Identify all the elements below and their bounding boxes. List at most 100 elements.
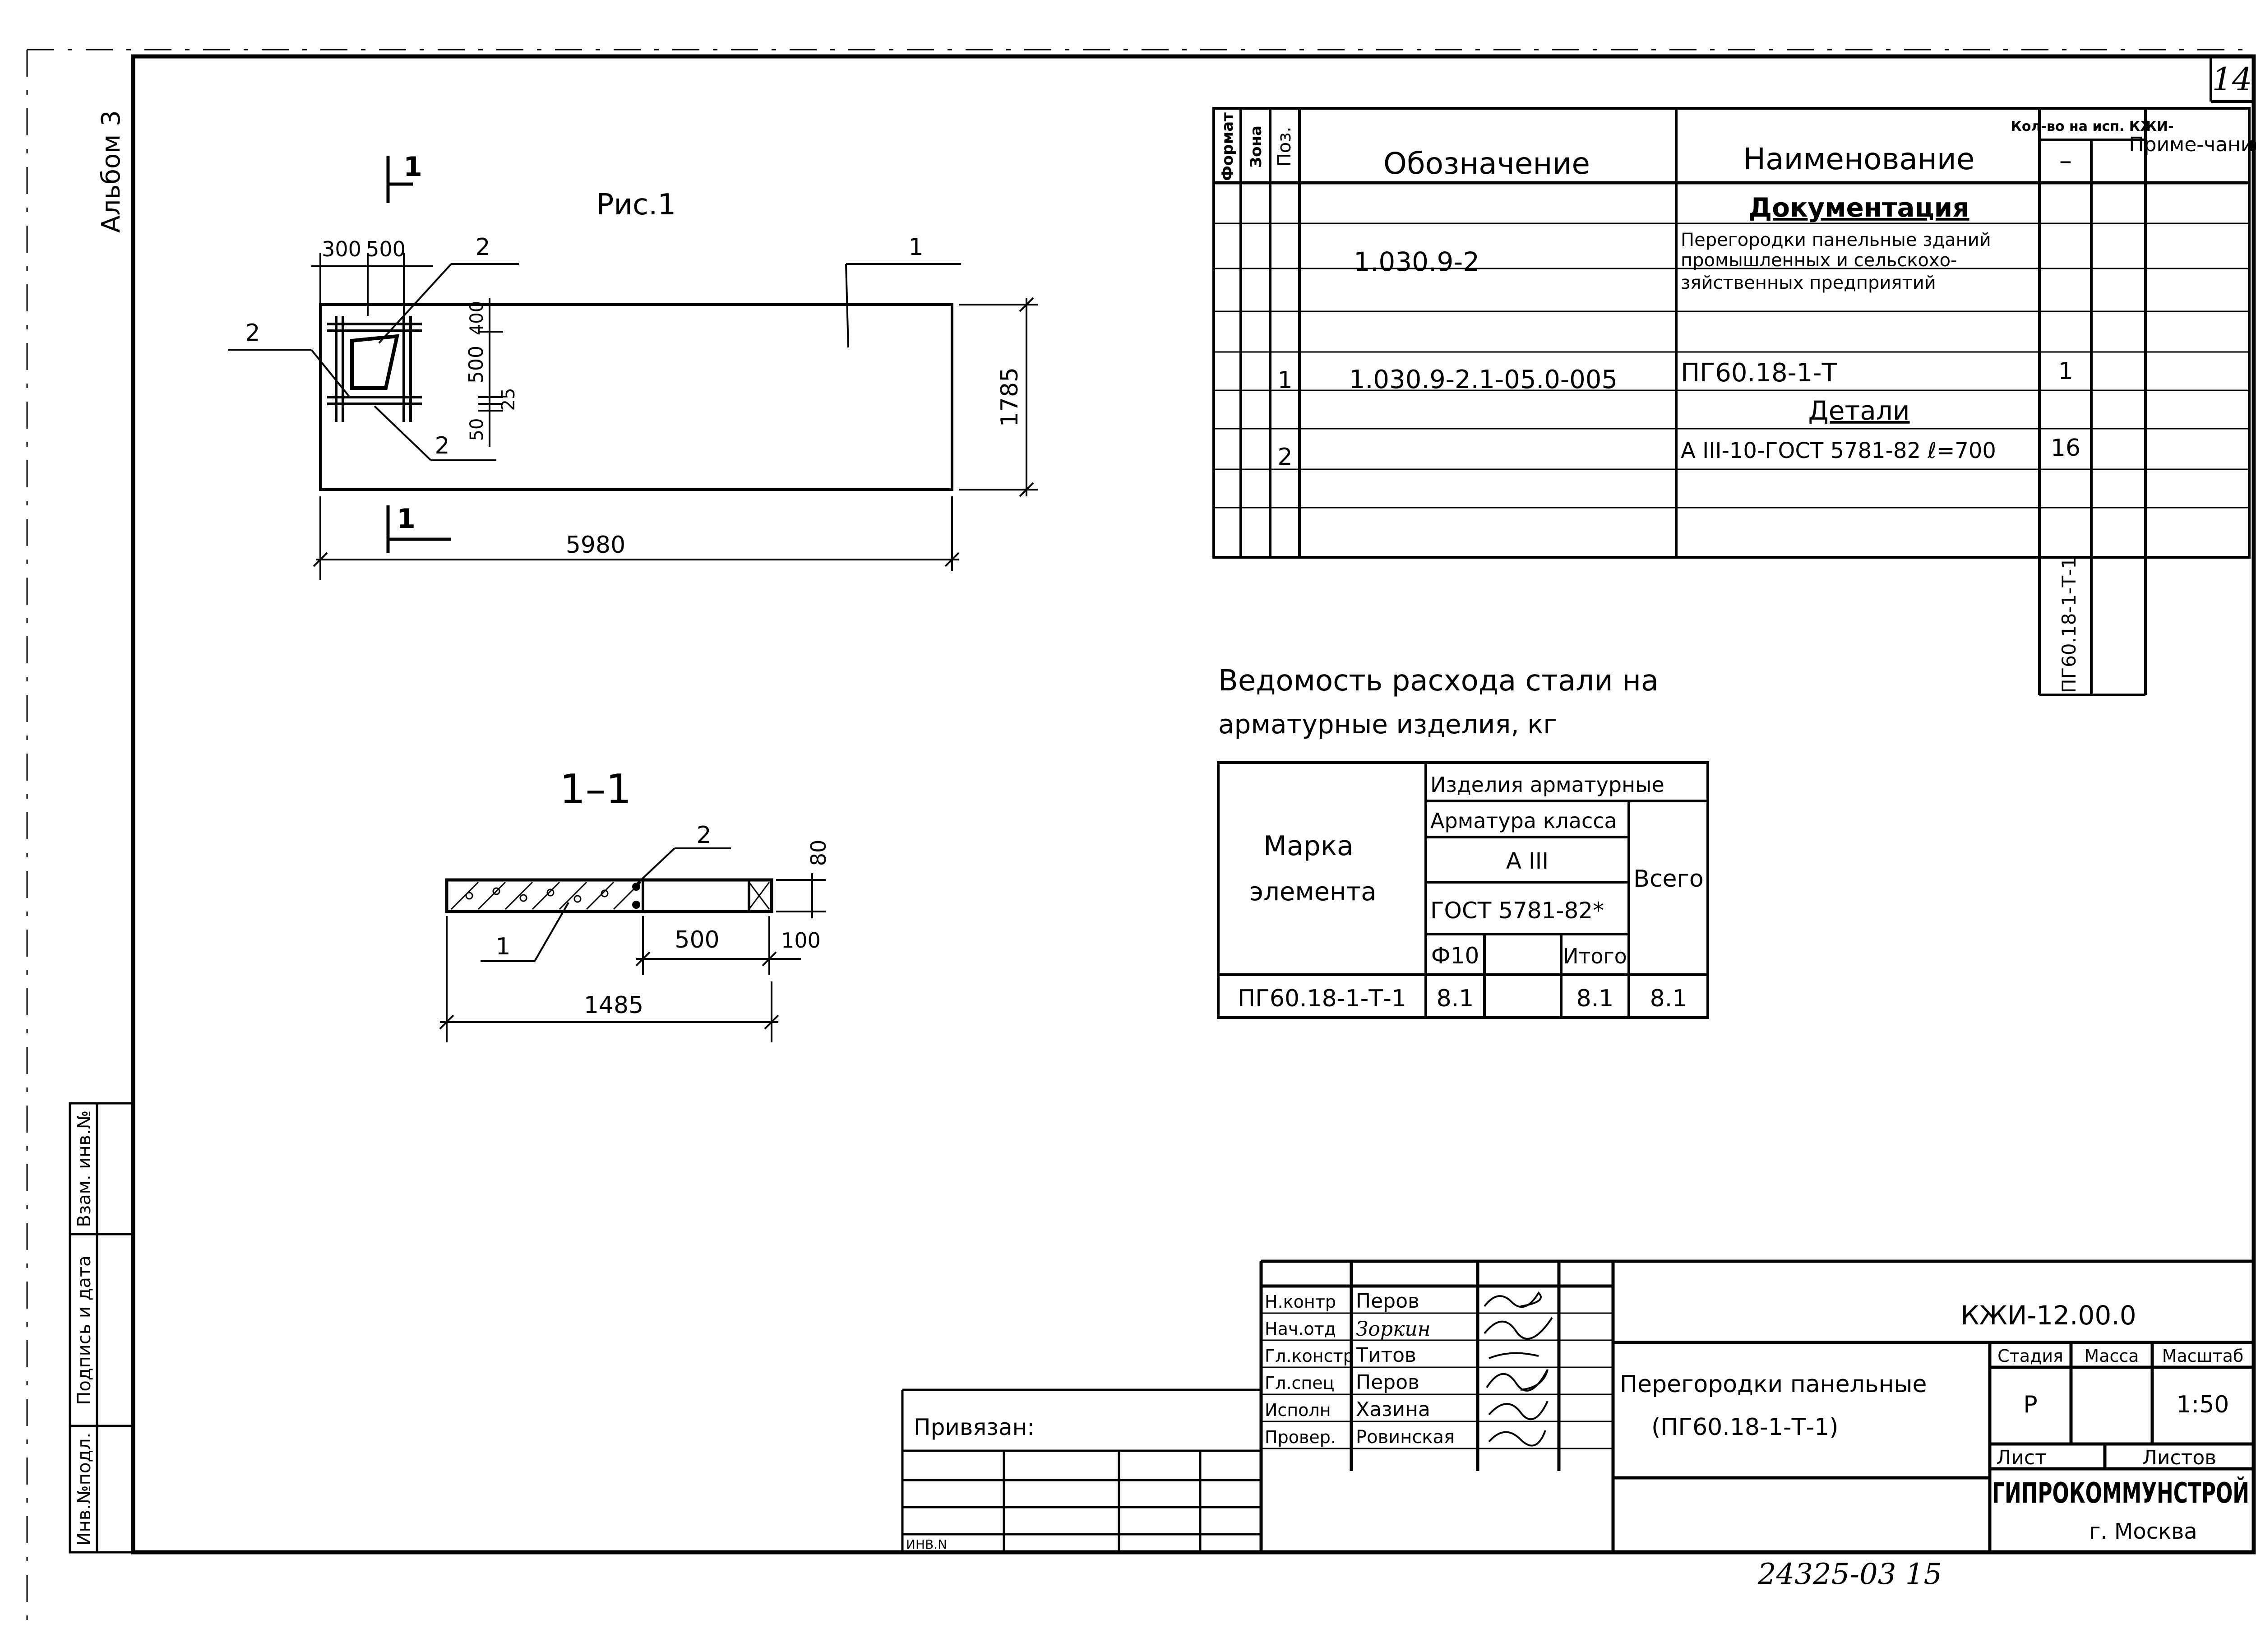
fig1-dim-length bbox=[313, 496, 960, 580]
steel-header-class: Арматура класса bbox=[1430, 809, 1617, 833]
role-nach-otd: Нач.отд bbox=[1265, 1319, 1336, 1339]
page-number: 14 bbox=[2212, 61, 2252, 98]
fig1-callout-2-left: 2 bbox=[245, 319, 260, 347]
spec-variant-label: ПГ60.18-1-Т-1 bbox=[2058, 557, 2080, 693]
name-zorkin: Зоркин bbox=[1356, 1318, 1431, 1341]
fig1-callout-1: 1 bbox=[908, 234, 923, 261]
spec-doc-name-line1: Перегородки панельные зданий bbox=[1681, 230, 1991, 250]
section-callout-2: 2 bbox=[696, 822, 711, 849]
spec-header-pos: Поз. bbox=[1274, 127, 1295, 167]
fig1-dim-500-top: 500 bbox=[366, 237, 406, 261]
section-rebar-dot bbox=[632, 883, 640, 891]
section-mark-top bbox=[386, 156, 413, 203]
figure-1-title: Рис.1 bbox=[596, 188, 676, 222]
section-outline bbox=[445, 878, 773, 913]
section-dim-80: 80 bbox=[806, 840, 831, 866]
section-title: 1–1 bbox=[559, 766, 632, 813]
sheet-frame bbox=[26, 49, 2256, 1624]
section-hatch bbox=[450, 881, 770, 910]
title-block-title-line1: Перегородки панельные bbox=[1620, 1371, 1927, 1398]
spec-row1-name: ПГ60.18-1-Т bbox=[1681, 358, 1838, 388]
steel-header-mark-line1: Марка bbox=[1263, 830, 1354, 862]
spec-header-designation: Обозначение bbox=[1383, 146, 1590, 181]
name-titov: Титов bbox=[1355, 1344, 1416, 1367]
album-label: Альбом 3 bbox=[97, 110, 126, 233]
binding-label: Привязан: bbox=[914, 1414, 1035, 1440]
role-gl-spec: Гл.спец bbox=[1265, 1373, 1335, 1393]
spec-header-format: Формат bbox=[1219, 112, 1237, 181]
section-dim-100: 100 bbox=[781, 928, 821, 953]
spec-header-qty: Кол-во на исп. КЖИ- bbox=[2011, 119, 2173, 134]
side-stamp-replacement: Взам. инв.№ bbox=[74, 1111, 95, 1227]
steel-header-mark-line2: элемента bbox=[1249, 877, 1376, 907]
title-block-sign-rows bbox=[1261, 1312, 1613, 1449]
panel-outline bbox=[319, 303, 953, 491]
steel-header-products: Изделия арматурные bbox=[1430, 773, 1664, 797]
steel-title-line2: арматурные изделия, кг bbox=[1218, 709, 1557, 740]
steel-table bbox=[1217, 761, 1709, 1019]
fig1-dim-height bbox=[959, 297, 1038, 497]
spec-row2-pos: 2 bbox=[1277, 444, 1292, 471]
steel-row-total: 8.1 bbox=[1650, 985, 1687, 1012]
spec-header-name: Наименование bbox=[1743, 142, 1975, 176]
title-block-code: КЖИ-12.00.0 bbox=[1960, 1300, 2136, 1331]
role-gl-konstr: Гл.констр bbox=[1265, 1346, 1354, 1366]
side-stamp-signature: Подпись и дата bbox=[74, 1255, 95, 1405]
section-dims bbox=[439, 873, 826, 1042]
title-block-sheet-header: Лист bbox=[1996, 1446, 2047, 1469]
spec-doc-designation: 1.030.9-2 bbox=[1354, 246, 1479, 277]
spec-section-details: Детали bbox=[1808, 395, 1909, 426]
title-block-stage-header: Стадия bbox=[1997, 1346, 2063, 1366]
signatures bbox=[1484, 1291, 1553, 1447]
fig1-dim-1785: 1785 bbox=[996, 367, 1023, 427]
spec-header-zone: Зона bbox=[1247, 125, 1265, 168]
spec-doc-name-line3: зяйственных предприятий bbox=[1681, 273, 1936, 293]
title-block-city: г. Москва bbox=[2089, 1519, 2197, 1544]
steel-header-class-value: А III bbox=[1506, 848, 1549, 874]
section-dim-1485: 1485 bbox=[584, 992, 643, 1019]
title-block bbox=[1259, 1259, 2254, 1552]
opening-reinforcement bbox=[327, 316, 422, 422]
section-1-1: 1–1 bbox=[439, 766, 831, 1042]
name-rovinskaya: Ровинская bbox=[1356, 1427, 1455, 1448]
section-callout-1: 1 bbox=[495, 933, 510, 960]
spec-row2-name: А III-10-ГОСТ 5781-82 ℓ=700 bbox=[1681, 438, 1996, 463]
role-prover: Провер. bbox=[1265, 1427, 1336, 1447]
spec-row1-designation: 1.030.9-2.1-05.0-005 bbox=[1349, 365, 1618, 394]
steel-row-itogo: 8.1 bbox=[1576, 985, 1614, 1012]
spec-doc-name-line2: промышленных и сельскохо- bbox=[1681, 250, 1957, 271]
title-block-scale-header: Масштаб bbox=[2162, 1346, 2244, 1366]
title-block-mass-header: Масса bbox=[2084, 1346, 2139, 1366]
title-block-title-line2: (ПГ60.18-1-Т-1) bbox=[1651, 1414, 1838, 1441]
spec-row1-pos: 1 bbox=[1277, 367, 1292, 394]
fig1-dim-500-vertical: 500 bbox=[465, 346, 488, 384]
spec-header-note: Приме-чание bbox=[2129, 133, 2256, 156]
name-perov-2: Перов bbox=[1356, 1371, 1419, 1394]
name-perov-1: Перов bbox=[1356, 1290, 1419, 1313]
figure-1: Рис.1 1 1 bbox=[228, 151, 1038, 580]
fig1-dim-400: 400 bbox=[467, 301, 487, 335]
binding-block bbox=[901, 1388, 1261, 1552]
fig1-dim-top bbox=[311, 253, 433, 316]
name-khazina: Хазина bbox=[1356, 1398, 1430, 1421]
footer-archive-number: 24325-03 15 bbox=[1757, 1558, 1942, 1591]
title-block-sheets-header: Листов bbox=[2142, 1446, 2216, 1469]
section-dim-500: 500 bbox=[675, 926, 719, 953]
section-mark-top-label: 1 bbox=[403, 151, 422, 183]
steel-header-gost: ГОСТ 5781-82* bbox=[1430, 898, 1604, 924]
section-rebar-dot-2 bbox=[632, 901, 640, 909]
steel-title-line1: Ведомость расхода стали на bbox=[1218, 664, 1659, 698]
fig1-dim-300: 300 bbox=[322, 237, 361, 261]
side-stamp bbox=[69, 1102, 134, 1554]
title-block-scale: 1:50 bbox=[2177, 1391, 2229, 1418]
fig1-callout-2-bottom: 2 bbox=[435, 432, 449, 459]
spec-table bbox=[1212, 107, 2251, 696]
section-mark-bottom-label: 1 bbox=[397, 503, 416, 535]
section-mark-bottom bbox=[386, 505, 451, 553]
fig1-dim-25: 25 bbox=[498, 388, 519, 411]
steel-header-total: Всего bbox=[1633, 865, 1703, 893]
fig1-dim-5980: 5980 bbox=[566, 532, 625, 559]
spec-section-documentation: Документация bbox=[1748, 192, 1969, 223]
fig1-dim-opening-vertical bbox=[478, 298, 503, 447]
